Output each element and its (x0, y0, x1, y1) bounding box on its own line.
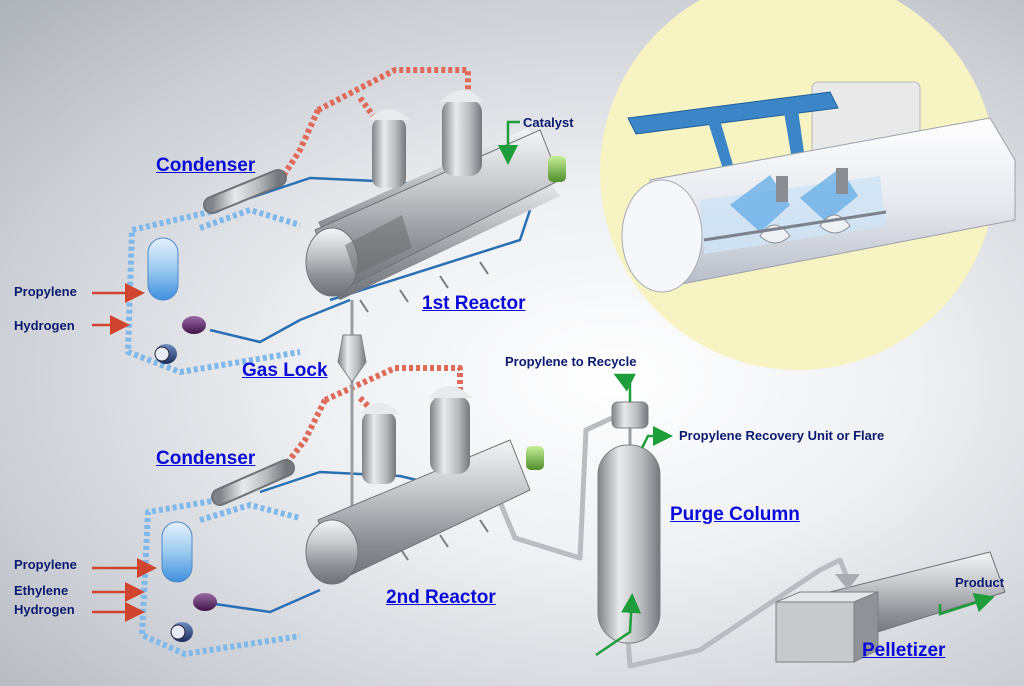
reactor-cutaway-inset (600, 0, 1016, 370)
first-reactor-piping (125, 67, 532, 375)
pelletizer-machine (775, 551, 1006, 663)
ethylene-feed-2-label: Ethylene (14, 583, 69, 598)
feed-arrows (92, 283, 157, 622)
purge-column-label[interactable]: Purge Column (670, 504, 800, 525)
second-reactor-label[interactable]: 2nd Reactor (386, 587, 496, 608)
gas-lock (337, 300, 367, 520)
catalyst-label: Catalyst (523, 115, 574, 130)
second-pumps (170, 593, 217, 642)
condenser-1-label[interactable]: Condenser (156, 155, 256, 176)
propylene-recovery-label: Propylene Recovery Unit or Flare (679, 428, 885, 443)
propylene-feed-2-label: Propylene (14, 557, 77, 572)
propylene-recycle-label: Propylene to Recycle (505, 354, 637, 369)
propylene-feed-1-label: Propylene (14, 284, 77, 299)
inset-reactor-head (621, 179, 703, 293)
inset-quench-manifold (627, 91, 839, 135)
hydrogen-feed-2-label: Hydrogen (14, 602, 75, 617)
pelletizer-label[interactable]: Pelletizer (862, 640, 946, 661)
gas-lock-label[interactable]: Gas Lock (242, 360, 328, 381)
first-condenser (203, 169, 287, 214)
first-reactor-label[interactable]: 1st Reactor (422, 293, 526, 314)
first-separator-drum (147, 237, 179, 301)
condenser-2-label[interactable]: Condenser (156, 448, 256, 469)
hydrogen-feed-1-label: Hydrogen (14, 318, 75, 333)
second-condenser (211, 459, 295, 506)
first-pumps (154, 316, 206, 364)
product-label: Product (955, 575, 1005, 590)
purge-column-vessel (597, 401, 661, 644)
first-reactor-vessel (305, 90, 566, 300)
green-stream-arrows (498, 120, 995, 657)
second-reactor-vessel (305, 386, 544, 585)
second-separator-drum (161, 521, 193, 583)
